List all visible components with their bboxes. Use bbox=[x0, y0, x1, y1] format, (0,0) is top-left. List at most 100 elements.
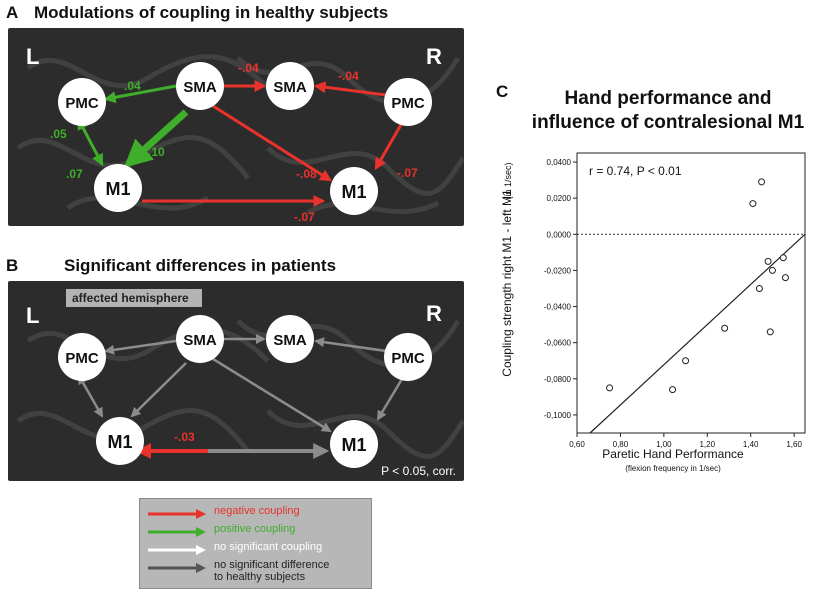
legend-item-negative: negative coupling bbox=[146, 505, 368, 521]
data-point bbox=[721, 324, 729, 332]
y-tick-label: 0,0200 bbox=[547, 194, 572, 203]
y-axis-label-unit: (in 1/sec) bbox=[503, 162, 513, 199]
y-tick-label: -0,0400 bbox=[544, 303, 572, 312]
data-point bbox=[749, 200, 757, 208]
data-point bbox=[764, 257, 772, 265]
value-m1-m1: -.03 bbox=[174, 430, 195, 444]
significance-label: P < 0.05, corr. bbox=[381, 464, 456, 478]
data-point bbox=[758, 178, 766, 186]
panel-c-title: Hand performance and influence of contra… bbox=[503, 87, 833, 135]
legend-item-no-significant: no significant coupling bbox=[146, 541, 368, 557]
data-point bbox=[766, 328, 774, 336]
arrow-sma-m1-l bbox=[130, 362, 187, 418]
node-m1-right-label: M1 bbox=[341, 182, 366, 202]
value-sma-m1-l: .10 bbox=[148, 145, 165, 159]
node-m1-left bbox=[96, 417, 144, 465]
node-sma-left-label: SMA bbox=[183, 332, 217, 349]
node-sma-right-label: SMA bbox=[273, 332, 307, 349]
panel-b-brain-figure: affected hemisphere L R SMA SMA PMC PMC … bbox=[8, 281, 464, 481]
data-point bbox=[781, 274, 789, 282]
panel-c-title-line2: influence of contralesional M1 bbox=[531, 112, 805, 133]
node-pmc-left bbox=[58, 333, 106, 381]
value-sma-pmc-l: .04 bbox=[124, 79, 141, 93]
node-m1-right bbox=[330, 420, 378, 468]
x-axis-label: Paretic Hand Performance bbox=[602, 447, 744, 461]
legend-arrow-no-difference bbox=[148, 563, 206, 573]
node-m1-left-label: M1 bbox=[107, 432, 132, 452]
arrow-pmc-m1-l bbox=[77, 117, 104, 167]
y-tick-label: -0,0200 bbox=[544, 266, 572, 275]
y-tick-label: 0,0400 bbox=[547, 158, 572, 167]
node-sma-right bbox=[266, 62, 314, 110]
node-sma-left bbox=[176, 315, 224, 363]
node-m1-left-label: M1 bbox=[105, 179, 130, 199]
arrow-pmc-m1-l bbox=[78, 374, 104, 418]
scatter-chart: Coupling strength right M1 - left M1 (in… bbox=[500, 152, 806, 473]
arrow-sma-m1-r bbox=[212, 104, 333, 182]
panel-c-title-line1: Hand performance and bbox=[564, 88, 772, 109]
node-m1-left bbox=[94, 164, 142, 212]
hemi-right-label: R bbox=[426, 301, 442, 326]
affected-hemisphere-box bbox=[66, 289, 202, 307]
value-sma-sma: -.04 bbox=[238, 61, 259, 75]
arrow-pmc-m1-r bbox=[376, 378, 404, 421]
hemi-left-label: L bbox=[26, 44, 39, 69]
hemi-right-label: R bbox=[426, 44, 442, 69]
node-sma-left bbox=[176, 62, 224, 110]
plot-frame bbox=[576, 152, 806, 434]
legend-item-positive: positive coupling bbox=[146, 523, 368, 539]
node-sma-right bbox=[266, 315, 314, 363]
data-point bbox=[682, 357, 690, 365]
brain-background bbox=[8, 28, 464, 226]
node-m1-right bbox=[330, 167, 378, 215]
y-tick-label: -0,0800 bbox=[544, 375, 572, 384]
legend-arrow-positive bbox=[148, 527, 206, 537]
node-pmc-left bbox=[58, 78, 106, 126]
arrow-sma-pmc-l bbox=[104, 339, 177, 355]
legend-label-no-difference-2: to healthy subjects bbox=[214, 571, 306, 583]
value-pmc-m1-r: -.07 bbox=[397, 166, 418, 180]
value-pmc-sma-r: -.04 bbox=[338, 69, 359, 83]
panel-b-label: B bbox=[6, 256, 19, 275]
x-tick-label: 0,80 bbox=[613, 440, 629, 449]
data-point bbox=[779, 254, 787, 262]
arrow-sma-pmc-l bbox=[103, 84, 177, 104]
data-point bbox=[755, 284, 763, 292]
legend-label-no-difference: no significant difference bbox=[214, 559, 330, 571]
node-pmc-right-label: PMC bbox=[391, 350, 425, 367]
regression-line bbox=[589, 233, 806, 434]
legend: negative coupling positive coupling no s… bbox=[139, 498, 372, 589]
node-m1-right-label: M1 bbox=[341, 435, 366, 455]
panel-a-title: Modulations of coupling in healthy subje… bbox=[34, 3, 389, 22]
panel-b-title: Significant differences in patients bbox=[64, 256, 337, 275]
legend-arrow-no-significant bbox=[148, 545, 206, 555]
y-tick-label: -0,0600 bbox=[544, 339, 572, 348]
hemi-left-label: L bbox=[26, 303, 39, 328]
value-sma-m1-r: -.08 bbox=[296, 167, 317, 181]
x-axis-label-unit: (flexion frequency in 1/sec) bbox=[625, 464, 721, 473]
panel-c-label: C bbox=[496, 82, 509, 101]
value-pmc-m1-b: .07 bbox=[66, 167, 83, 181]
value-pmc-m1-a: .05 bbox=[50, 127, 67, 141]
node-pmc-left-label: PMC bbox=[65, 95, 99, 112]
x-tick-label: 1,60 bbox=[786, 440, 802, 449]
legend-label-negative: negative coupling bbox=[214, 505, 300, 517]
arrow-sma-m1-l bbox=[123, 109, 189, 168]
data-point bbox=[669, 386, 677, 394]
node-pmc-right bbox=[384, 333, 432, 381]
arrow-sma-m1-r bbox=[212, 357, 332, 433]
value-m1-m1: -.07 bbox=[294, 210, 315, 224]
panel-a-brain-figure: L R SMA SMA PMC PMC M1 M1 -.04 -.04 .04 … bbox=[8, 28, 464, 226]
panel-a-label: A bbox=[6, 3, 19, 22]
node-sma-right-label: SMA bbox=[273, 79, 307, 96]
data-point bbox=[768, 266, 776, 274]
arrow-pmc-m1-r bbox=[374, 122, 404, 171]
legend-item-no-difference: no significant difference to healthy sub… bbox=[146, 559, 368, 587]
node-pmc-right bbox=[384, 78, 432, 126]
affected-hemisphere-label: affected hemisphere bbox=[72, 291, 189, 305]
arrow-pmc-sma-r bbox=[313, 81, 387, 97]
x-tick-label: 1,20 bbox=[699, 440, 715, 449]
data-point bbox=[606, 384, 614, 392]
arrow-pmc-sma-r bbox=[314, 337, 387, 353]
y-axis-label: Coupling strength right M1 - left M1 bbox=[500, 189, 514, 377]
